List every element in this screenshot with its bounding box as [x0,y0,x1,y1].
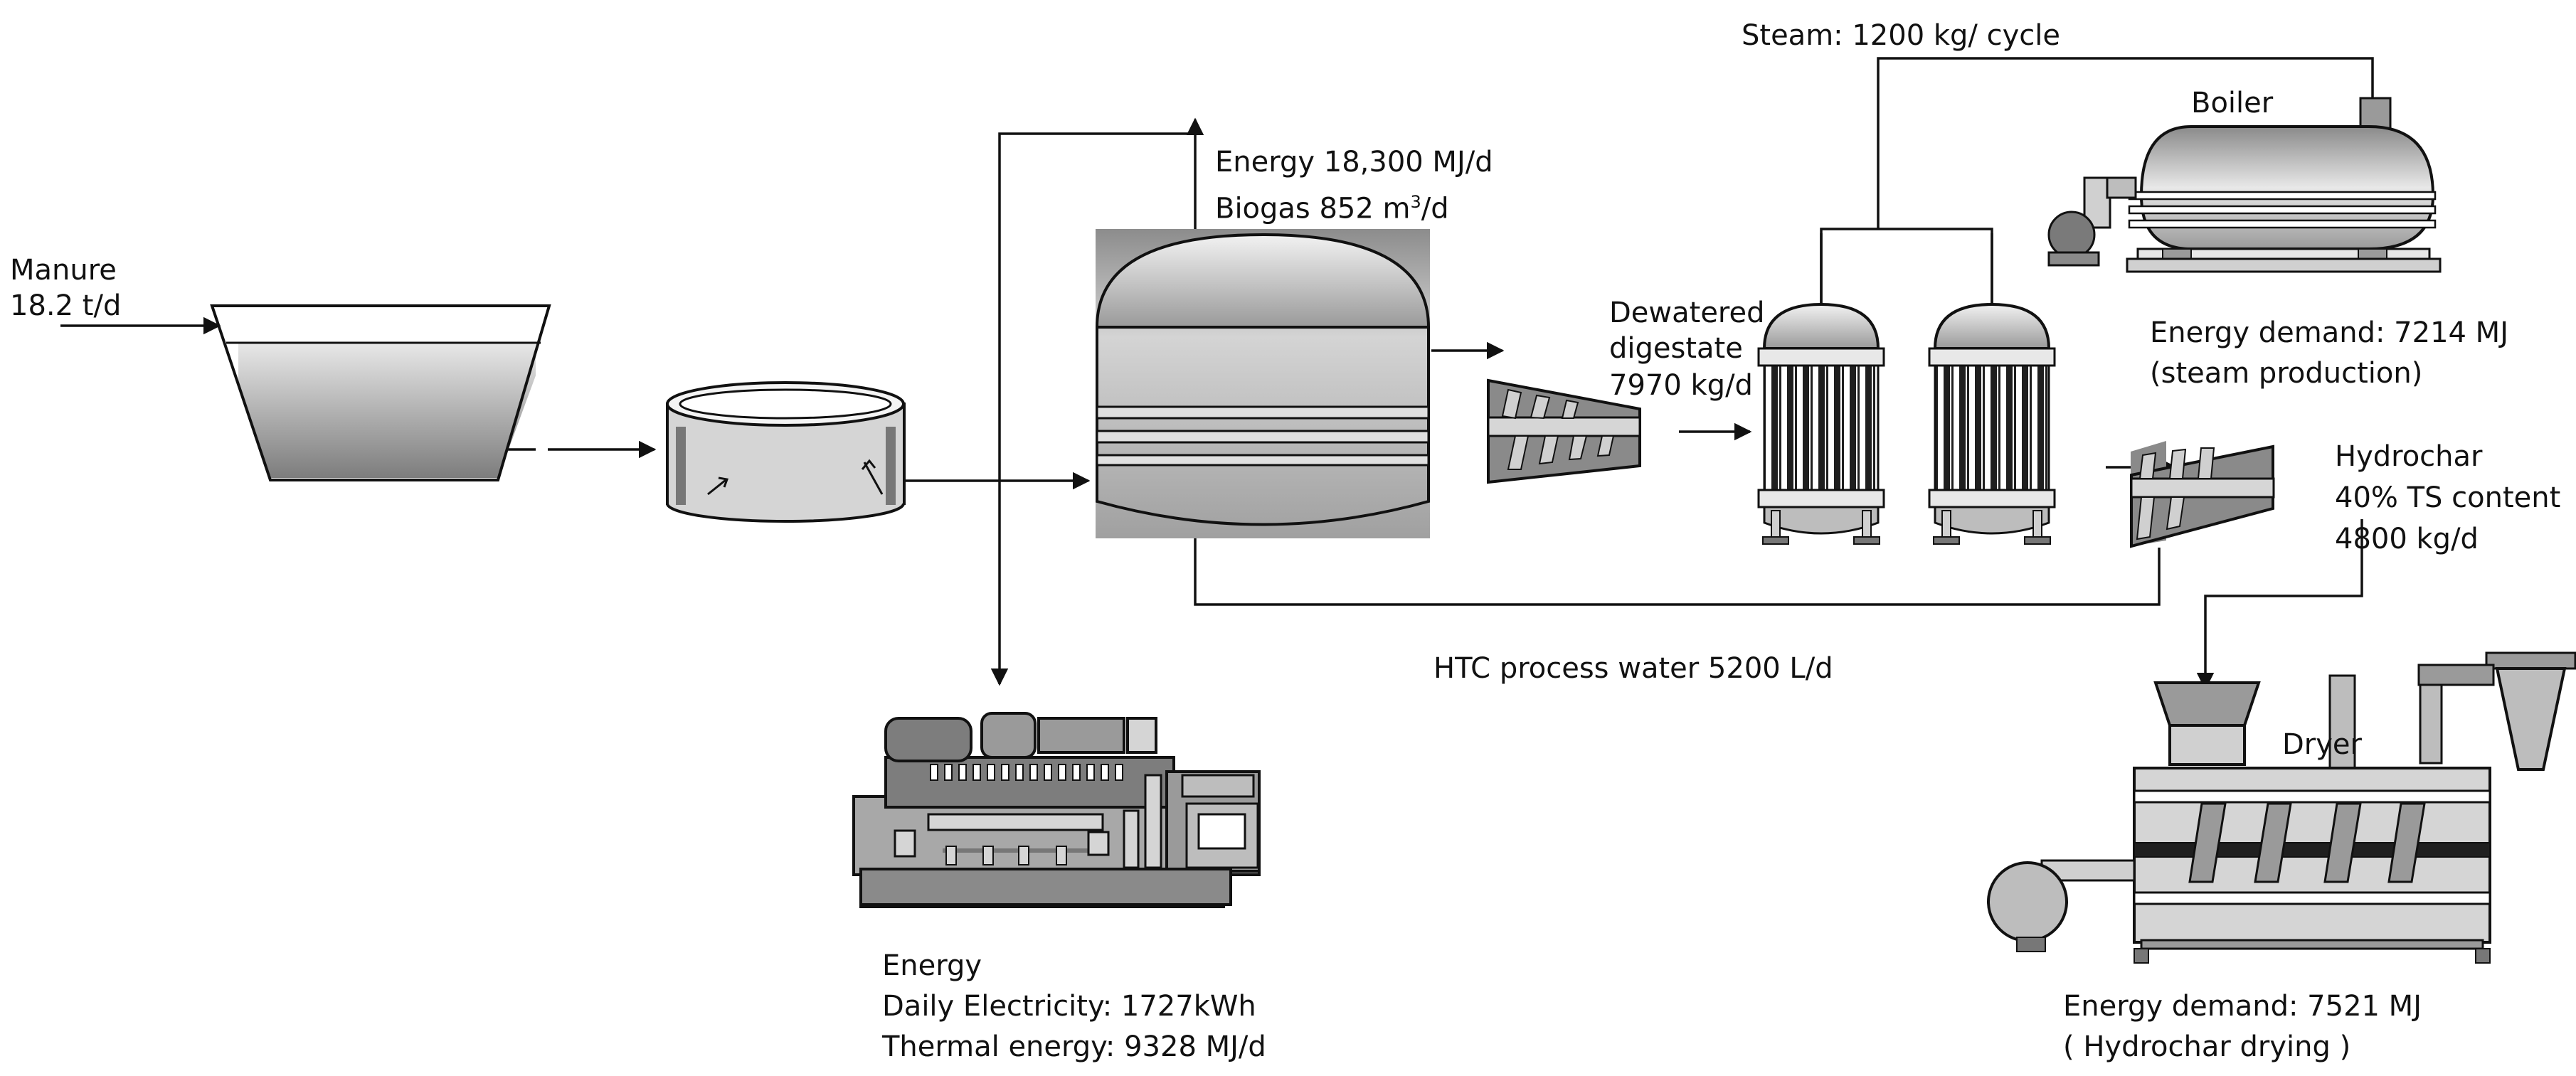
chp-energy-title: Energy [882,949,982,982]
hydrochar-label: Hydrochar [2335,440,2483,473]
boiler-label: Boiler [2191,87,2274,119]
daily-electricity-label: Daily Electricity: 1727kWh [882,990,1256,1023]
energy-demand-drying-label: Energy demand: 7521 MJ [2063,990,2422,1023]
screw-press-2-shaft [2130,447,2275,540]
htc-water-return-arrow [1186,504,2161,606]
steam-line [1877,57,2374,229]
steam-production-label: (steam production) [2150,357,2423,390]
anaerobic-digester [1095,229,1431,538]
manure-storage-tank [210,304,551,481]
hydrochar-to-dryer-arrow [2196,519,2363,691]
htc-reactor-2 [1928,302,2056,545]
htc-reactor-1 [1757,302,1885,545]
htc-water-label: HTC process water 5200 L/d [1433,652,1833,685]
energy-demand-steam-label: Energy demand: 7214 MJ [2150,316,2508,349]
mixer-icon [707,459,884,496]
dewatered-label-2: digestate [1609,332,1743,365]
screw-press-1 [1487,378,1641,484]
hydrochar-rate-label: 4800 kg/d [2335,523,2479,555]
dryer [1987,651,2576,964]
boiler [2047,97,2442,273]
ts-content-label: 40% TS content [2335,481,2561,514]
dewatered-label-1: Dewatered [1609,297,1765,329]
dryer-motor-icon [1987,861,2068,942]
steam-manifold [1820,228,1993,304]
steam-label: Steam: 1200 kg/ cycle [1742,19,2060,52]
biogas-to-chp-arrow [990,132,1197,686]
energy-output-label: Energy 18,300 MJ/d [1215,146,1493,179]
chp-engine [852,712,1261,908]
biogas-output-label: Biogas 852 m3/d [1215,192,1449,225]
dewatered-label-3: 7970 kg/d [1609,369,1753,402]
burner-fan-icon [2047,211,2096,259]
mixing-tank [666,381,906,523]
dryer-label: Dryer [2282,728,2362,761]
manure-label: Manure [10,254,117,287]
thermal-energy-label: Thermal energy: 9328 MJ/d [882,1030,1266,1063]
manure-rate-label: 18.2 t/d [10,289,122,322]
hydrochar-drying-label: ( Hydrochar drying ) [2063,1030,2351,1063]
